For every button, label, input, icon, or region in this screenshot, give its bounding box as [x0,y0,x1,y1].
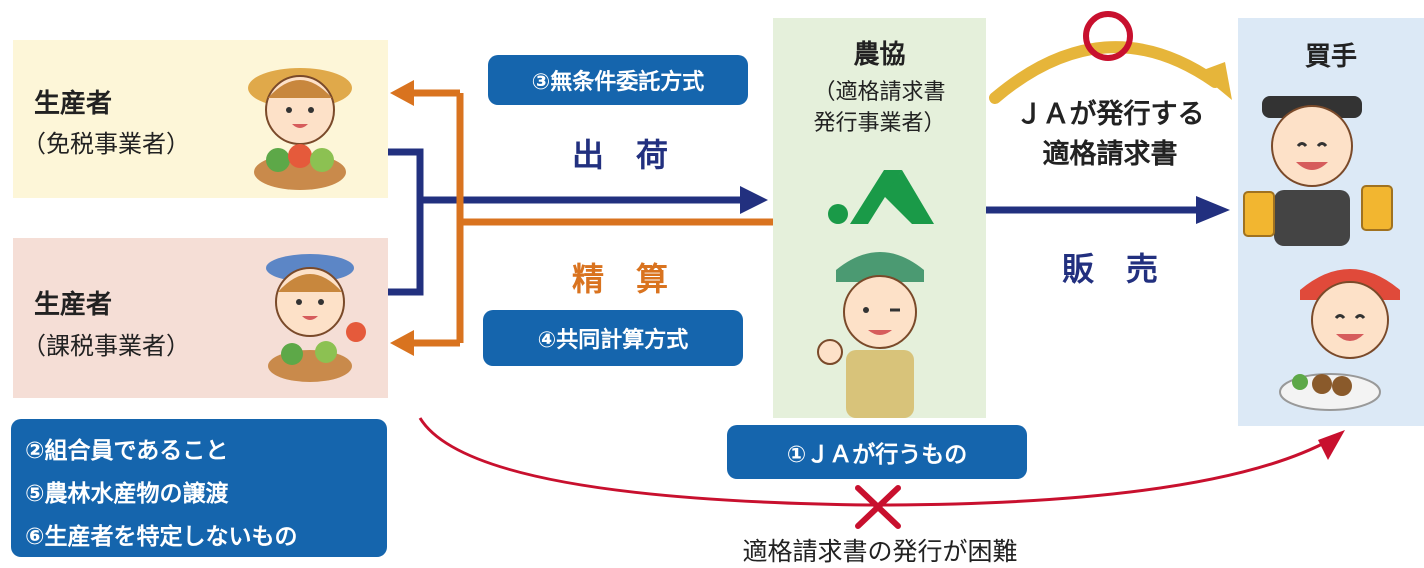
difficult-curve-arrow [418,417,1331,507]
sales-arrow-head [1196,196,1230,224]
settlement-arrow-head-bottom [390,330,414,356]
difficult-curve-arrow-head [1318,430,1345,460]
ja-invoice-line2: 適格請求書 [1042,139,1178,170]
buyer-woman-food-icon [1279,269,1400,411]
condition-item: ⑤農林水産物の譲渡 [25,481,229,507]
shipment-arrow-head [740,186,768,214]
invoice-curve-arrow [989,41,1221,104]
method4-label: ④共同計算方式 [483,310,743,366]
cross-icon [855,485,901,529]
ja-invoice-line1: ＪＡが発行する [1015,99,1205,130]
conditions-box: ②組合員であること ⑤農林水産物の譲渡 ⑥生産者を特定しないもの [11,419,387,557]
buyer-title: 買手 [1304,42,1357,72]
condition-item: ⑥生産者を特定しないもの [25,524,298,550]
sales-label: 販 売 [1061,250,1158,288]
producer1-title: 生産者 [34,89,113,119]
ja-line2: 発行事業者） [813,111,946,136]
difficult-label: 適格請求書の発行が困難 [742,537,1018,566]
farmer-woman-tomato-icon [266,254,366,382]
condition-item: ②組合員であること [25,438,229,464]
ok-circle-icon [1083,11,1133,61]
ja-does-label: ①ＪＡが行うもの [727,425,1027,479]
ja-title: 農協 [853,40,906,70]
ja-line1: （適格請求書 [813,80,946,105]
buyer-man-beer-icon [1243,96,1393,246]
shipment-label: 出 荷 [571,136,668,174]
invoice-curve-arrow-head [1198,62,1232,100]
producer1-subtitle: （免税事業者） [22,130,190,158]
producer2-subtitle: （課税事業者） [22,332,190,360]
settlement-label: 精 算 [571,260,668,298]
producer2-title: 生産者 [34,290,113,320]
settlement-arrow [410,89,773,347]
method3-label: ③無条件委託方式 [488,55,748,105]
farmer-woman-vegetables-icon [248,68,352,190]
shipment-arrow [388,148,745,296]
ja-staff-icon [817,252,924,418]
settlement-arrow-head-top [390,80,414,106]
ja-logo-icon [828,170,934,224]
